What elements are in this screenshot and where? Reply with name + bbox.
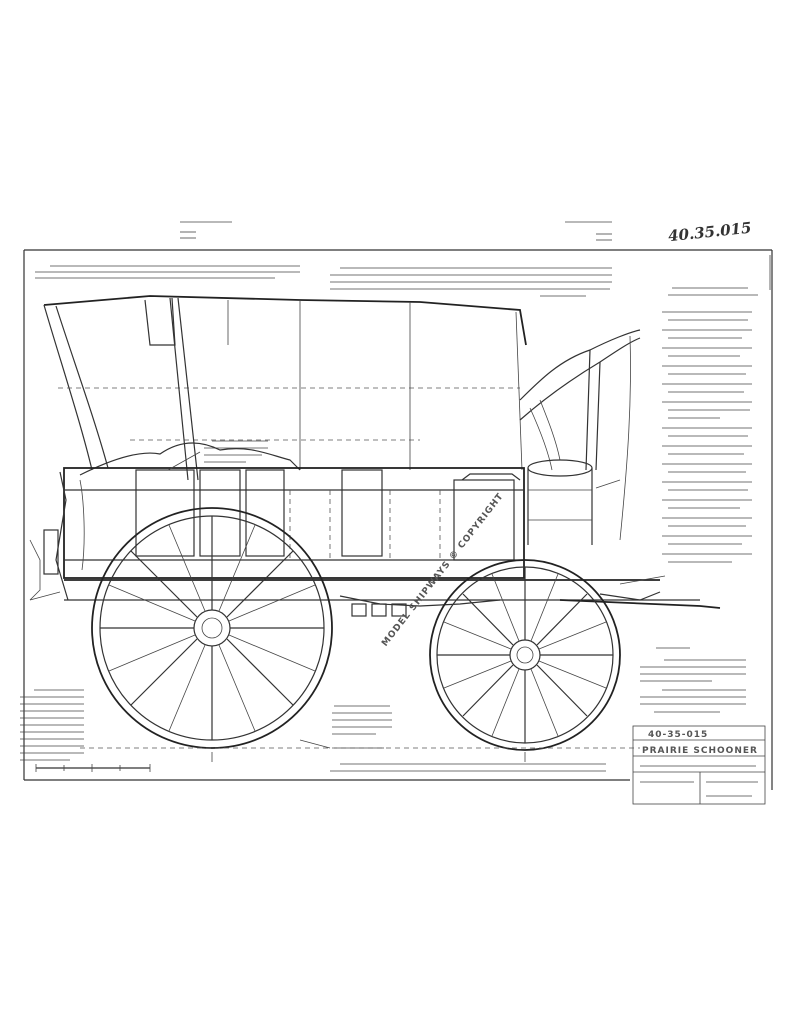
copyright-watermark: MODEL SHIPWAYS © COPYRIGHT — [380, 491, 506, 648]
front-wheel — [429, 559, 621, 751]
note-bottom-center — [330, 705, 606, 772]
scale-bar — [35, 764, 151, 772]
sheet-border — [23, 249, 773, 790]
ground-line — [80, 747, 640, 762]
drawing-number: 40-35-015 — [648, 730, 708, 740]
top-margin-marks — [180, 221, 771, 290]
remarks-note — [640, 647, 746, 713]
rear-wheel — [91, 507, 333, 749]
drawing-title: PRAIRIE SCHOONER — [642, 746, 758, 756]
canvas-cover — [43, 295, 641, 541]
title-block: 40-35-015 PRAIRIE SCHOONER — [632, 725, 766, 805]
note-top-left — [35, 265, 300, 279]
running-gear — [29, 471, 721, 617]
wagon-drawing — [29, 295, 721, 762]
note-top-center — [330, 267, 612, 297]
note-bottom-left — [20, 689, 84, 761]
callout-leaders — [29, 451, 666, 749]
sources-list — [662, 287, 758, 563]
load-outline — [79, 442, 301, 476]
sheet-number-handwritten: 40.35.015 — [667, 219, 752, 246]
